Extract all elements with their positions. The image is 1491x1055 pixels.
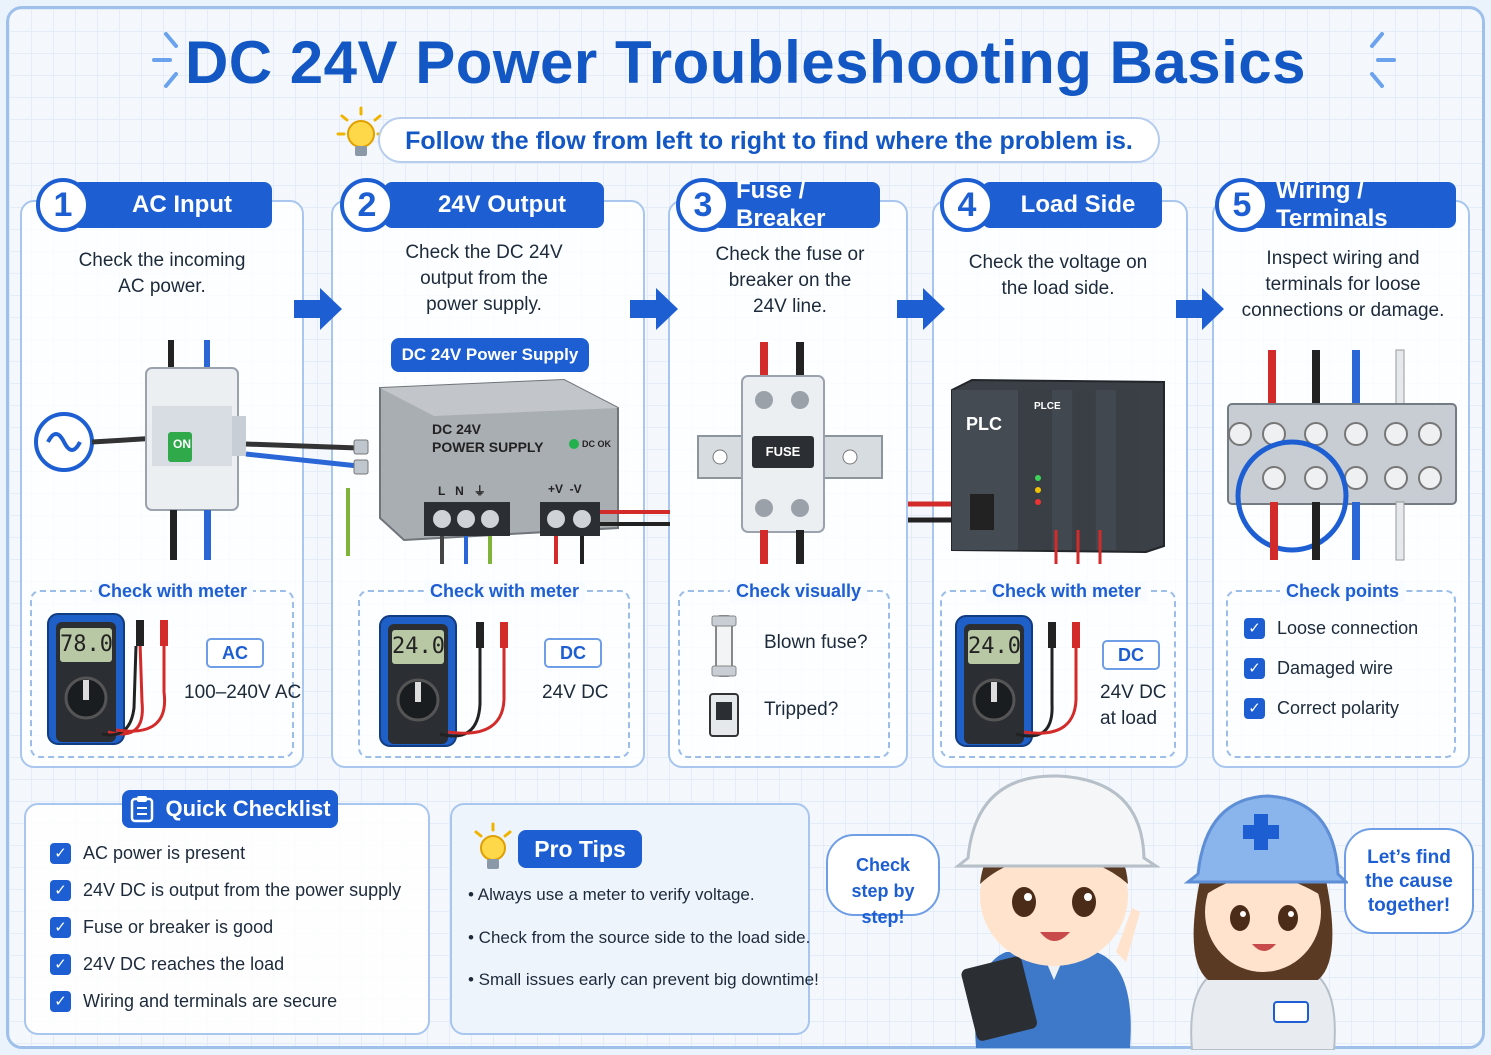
step-5-title: Wiring / Terminals [1250, 177, 1456, 232]
step-4-number: 4 [940, 178, 994, 232]
plc-module-label: PLCE [1034, 401, 1061, 412]
pro-tips-header: Pro Tips [518, 830, 642, 868]
step-5-number: 5 [1215, 178, 1269, 232]
psu-device-label: DC 24V Power Supply [391, 338, 589, 372]
checkbox-checked-icon: ✓ [50, 991, 71, 1012]
flow-arrow-icon [630, 288, 678, 330]
step-2-check-label: Check with meter [424, 581, 586, 602]
checkbox-checked-icon: ✓ [1244, 618, 1265, 639]
checkbox-checked-icon: ✓ [1244, 658, 1265, 679]
psu-output-terminals: +V -V [548, 482, 582, 496]
quick-checklist-header: Quick Checklist [122, 790, 338, 828]
psu-led-label: DC OK [582, 439, 611, 449]
step-3-title: Fuse / Breaker [712, 177, 880, 232]
meter-2-display: 24.0 [392, 634, 445, 659]
step-1-title: AC Input [72, 182, 272, 228]
pro-tip-item: • Check from the source side to the load… [468, 928, 811, 947]
multimeter-icon [47, 613, 168, 745]
step-2-number: 2 [340, 178, 394, 232]
pro-tip-item: • Small issues early can prevent big dow… [468, 970, 819, 989]
page-title: DC 24V Power Troubleshooting Basics [184, 29, 1307, 96]
step-5-check-label: Check points [1280, 581, 1406, 602]
flow-arrow-icon [294, 288, 342, 330]
checklist-item: ✓24V DC reaches the load [50, 954, 284, 975]
step-4-title: Load Side [982, 182, 1162, 228]
flow-arrow-icon [897, 288, 945, 330]
checkbox-checked-icon: ✓ [50, 954, 71, 975]
engineer-character-girl [1183, 794, 1348, 1050]
psu-input-terminals: L N ⏚ [438, 484, 486, 498]
flow-arrow-icon [1176, 288, 1224, 330]
terminal-block-illustration [1227, 349, 1457, 561]
clipboard-icon [131, 796, 154, 823]
step-1-number: 1 [36, 178, 90, 232]
check-point-item: ✓Correct polarity [1244, 698, 1399, 719]
checklist-item: ✓Fuse or breaker is good [50, 917, 273, 938]
subtitle: Follow the flow from left to right to fi… [378, 117, 1160, 163]
pro-tip-item: • Always use a meter to verify voltage. [468, 885, 755, 904]
step-2-reading: 24V DC [542, 682, 609, 703]
checkbox-checked-icon: ✓ [50, 880, 71, 901]
power-supply-illustration [346, 378, 670, 564]
step-2-mode-tag: DC [544, 638, 602, 668]
step-3-check-label: Check visually [730, 581, 868, 602]
plc-label: PLC [966, 414, 1002, 434]
check-point-item: ✓Damaged wire [1244, 658, 1393, 679]
step-4-mode-tag: DC [1102, 640, 1160, 670]
checklist-item: ✓Wiring and terminals are secure [50, 991, 337, 1012]
breaker-on-label: ON [173, 437, 191, 451]
multimeter-icon [379, 615, 508, 747]
fuse-check-tripped: Tripped? [764, 699, 839, 720]
lightbulb-icon [474, 822, 512, 869]
fuse-holder-illustration [697, 342, 883, 564]
step-2-title: 24V Output [384, 182, 604, 228]
checkbox-checked-icon: ✓ [50, 843, 71, 864]
step-4-check-label: Check with meter [986, 581, 1148, 602]
fuse-label: FUSE [765, 444, 801, 459]
meter-4-display: 24.0 [968, 634, 1021, 659]
fuse-check-blown: Blown fuse? [764, 632, 868, 653]
step-1-mode-tag: AC [206, 638, 264, 668]
fuse-check-icons [709, 615, 739, 737]
checklist-item: ✓24V DC is output from the power supply [50, 880, 401, 901]
engineer-character-boy [953, 774, 1160, 1048]
step-3-number: 3 [676, 178, 730, 232]
spark-right-icon [1370, 32, 1396, 88]
checkbox-checked-icon: ✓ [1244, 698, 1265, 719]
meter-1-display: 78.0 [60, 632, 113, 657]
quick-checklist-card [24, 803, 430, 1035]
step-1-check-label: Check with meter [92, 581, 254, 602]
check-point-item: ✓Loose connection [1244, 618, 1418, 639]
lightbulb-icon [336, 106, 386, 156]
checkbox-checked-icon: ✓ [50, 917, 71, 938]
ac-breaker-illustration [34, 340, 369, 560]
step-1-reading: 100–240V AC [184, 682, 302, 703]
checklist-item: ✓AC power is present [50, 843, 245, 864]
spark-left-icon [152, 32, 178, 88]
plc-illustration [908, 378, 1165, 564]
multimeter-icon [955, 615, 1080, 747]
